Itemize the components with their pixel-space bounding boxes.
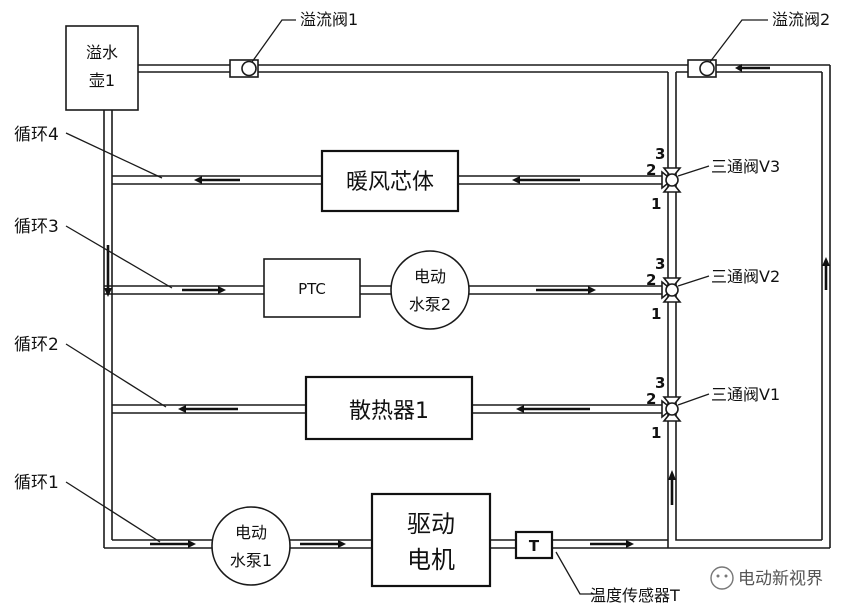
radiator: 散热器1: [304, 375, 474, 441]
watermark-text: 电动新视界: [738, 569, 823, 589]
temp-sensor-box: [514, 530, 554, 560]
flow-arrowhead-loop3-right: [588, 286, 596, 294]
ptc-box: [263, 258, 361, 318]
pump1-circle: [211, 506, 291, 586]
leader-v2: [677, 275, 710, 287]
pump1-label-2: 水泵1: [230, 551, 272, 570]
heater-core-label: 暖风芯体: [346, 170, 434, 195]
label-valve-v3: 三通阀V3: [711, 157, 780, 176]
v2-port-2: 2: [646, 271, 656, 289]
overflow-tank-label-1: 溢水: [86, 43, 118, 62]
overflow-valve-2: [687, 59, 717, 78]
overflow-valve-2-ball: [699, 60, 715, 77]
leader-temp-sensor: [555, 551, 600, 595]
v2-port-3: 3: [655, 255, 665, 273]
v1-port-1: 1: [651, 424, 661, 442]
v3-port-1: 1: [651, 195, 661, 213]
label-loop3: 循环3: [14, 217, 59, 237]
drive-motor-box: [370, 492, 492, 588]
radiator-box: [304, 375, 474, 441]
main-riser-right: [675, 72, 822, 541]
label-temp-sensor: 温度传感器T: [590, 586, 680, 605]
overflow-tank-box: [65, 25, 139, 111]
v2-center: [665, 283, 679, 297]
v3-wing-bottom: [662, 180, 682, 193]
pump2-label-2: 水泵2: [409, 295, 451, 314]
flow-arrowhead-bottom-1: [188, 540, 196, 548]
overflow-valve-1: [229, 59, 259, 78]
leader-loop2: [65, 343, 167, 408]
pipes: [103, 64, 831, 549]
radiator-label: 散热器1: [349, 399, 429, 424]
v1-wing-bottom: [662, 409, 682, 422]
valve-port-numbers: 2 3 1 2 3 1 2 3 1: [646, 145, 665, 442]
leader-overflow2: [709, 19, 768, 63]
v2-wing-bottom: [662, 290, 682, 303]
ptc-heater: PTC: [263, 258, 361, 318]
annotation-labels: 溢流阀1 溢流阀2 循环4 循环3 循环2 循环1 三通阀V3 三通阀V2 三通…: [14, 10, 830, 605]
flow-arrowhead-left-down: [104, 288, 112, 297]
flow-arrowhead-right-return: [822, 257, 830, 266]
leader-loop3: [65, 225, 173, 289]
pump2-label-1: 电动: [414, 267, 446, 286]
drive-motor: 驱动 电机: [370, 492, 492, 588]
pump1-label-1: 电动: [235, 523, 267, 542]
v3-port-3: 3: [655, 145, 665, 163]
label-loop2: 循环2: [14, 335, 59, 355]
three-way-valve-v3: [661, 167, 682, 193]
electric-pump-1: 电动 水泵1: [211, 506, 291, 586]
label-overflow-valve-2: 溢流阀2: [772, 10, 830, 29]
v1-port-3: 3: [655, 374, 665, 392]
drive-motor-label-1: 驱动: [407, 510, 455, 538]
leader-overflow1: [251, 19, 296, 63]
flow-arrowhead-bottom-2: [338, 540, 346, 548]
label-loop1: 循环1: [14, 473, 59, 493]
v3-center: [665, 173, 679, 187]
leader-lines: [65, 19, 768, 595]
label-valve-v2: 三通阀V2: [711, 267, 780, 286]
temp-sensor-symbol: T: [529, 537, 540, 555]
leader-v1: [677, 393, 710, 406]
three-way-valve-v2: [661, 277, 682, 303]
electric-pump-2: 电动 水泵2: [390, 250, 470, 330]
label-overflow-valve-1: 溢流阀1: [300, 10, 358, 29]
overflow-tank-label-2: 壶1: [89, 71, 115, 90]
v1-center: [665, 402, 679, 416]
v3-port-2: 2: [646, 161, 656, 179]
wechat-icon-eye-right: [724, 574, 728, 578]
wechat-icon-eye-left: [716, 574, 720, 578]
flow-arrowhead-bottom-3: [626, 540, 634, 548]
flow-arrowhead-loop4-right: [512, 176, 520, 184]
overflow-valve-1-ball: [241, 60, 257, 77]
flow-arrowhead-loop4-left: [194, 176, 202, 184]
flow-arrowhead-loop2-left: [178, 405, 186, 413]
flow-arrowhead-loop2-right: [516, 405, 524, 413]
flow-arrowhead-riser: [668, 470, 676, 480]
label-valve-v1: 三通阀V1: [711, 385, 780, 404]
pump2-circle: [390, 250, 470, 330]
leader-loop4: [65, 132, 163, 179]
flow-arrowhead-loop3-left: [218, 286, 226, 294]
leader-v3: [677, 165, 710, 177]
v1-wing-top: [662, 396, 682, 409]
label-loop4: 循环4: [14, 125, 59, 145]
v2-port-1: 1: [651, 305, 661, 323]
watermark: 电动新视界: [710, 566, 823, 590]
flow-arrowhead-top: [735, 64, 742, 72]
drive-motor-label-2: 电机: [407, 546, 455, 574]
overflow-tank: 溢水 壶1: [65, 25, 139, 111]
leader-loop1: [65, 481, 161, 543]
v1-port-2: 2: [646, 390, 656, 408]
temperature-sensor: T: [514, 530, 554, 560]
flow-arrows: [104, 64, 830, 548]
heater-core: 暖风芯体: [320, 149, 460, 213]
v3-wing-top: [662, 167, 682, 180]
three-way-valve-v1: [661, 396, 682, 422]
v2-wing-top: [662, 277, 682, 290]
ptc-label: PTC: [298, 280, 326, 298]
heater-core-box: [320, 149, 460, 213]
wechat-icon: [710, 566, 734, 590]
